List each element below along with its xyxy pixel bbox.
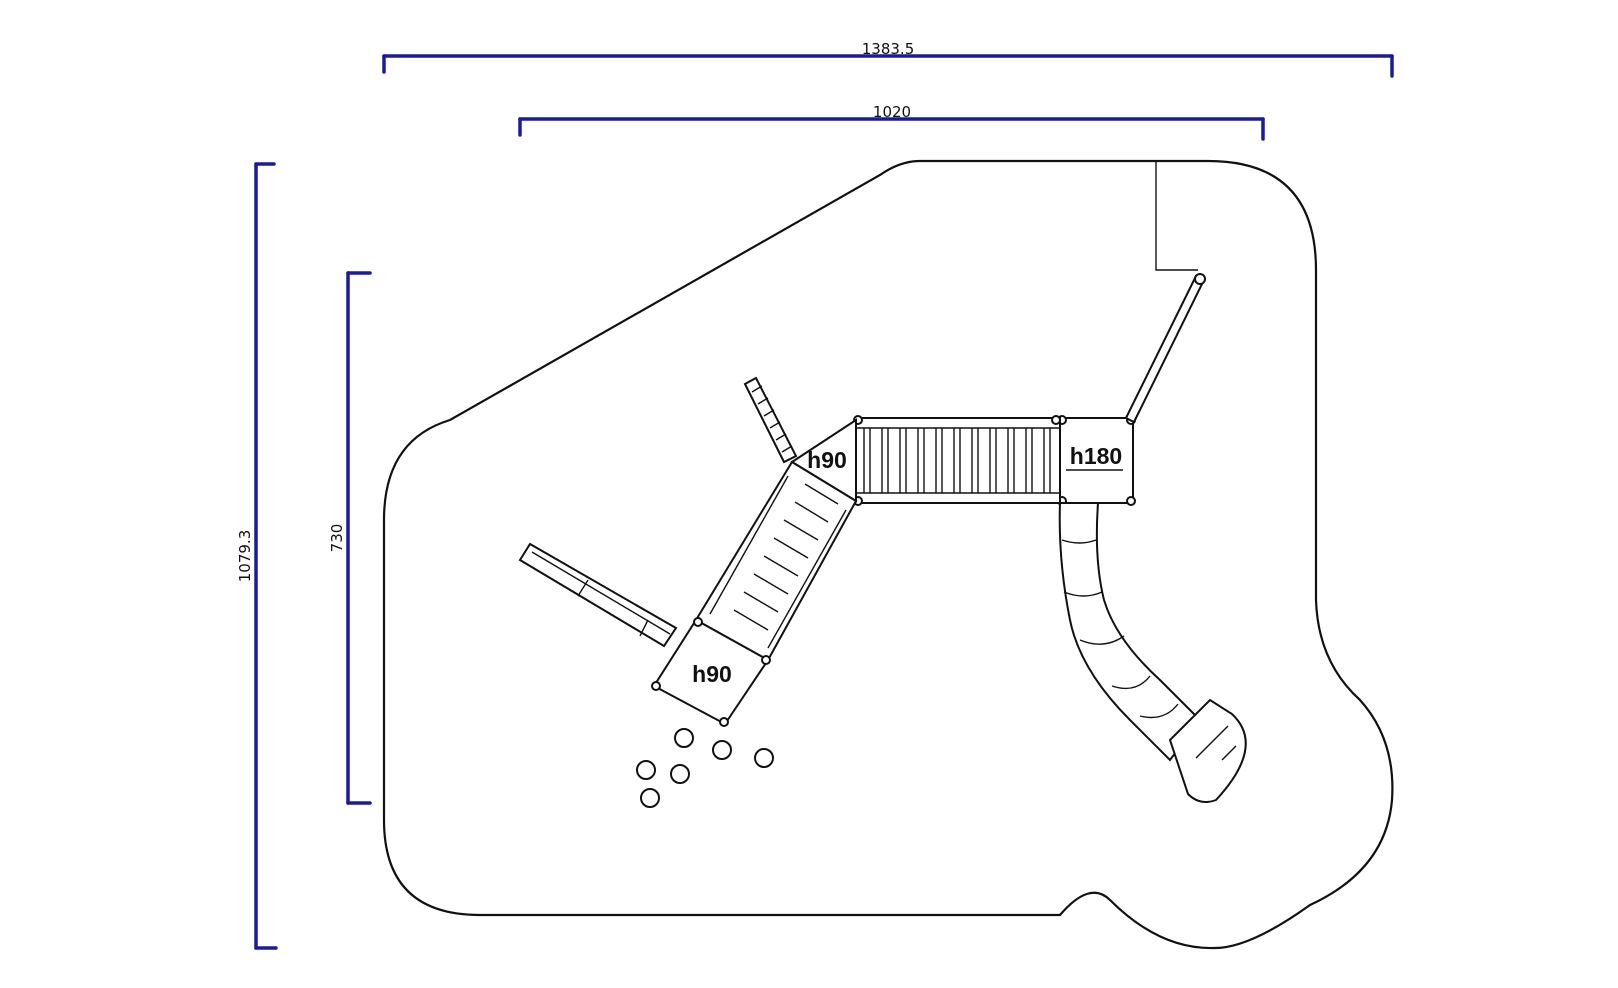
tower-right: h180: [1057, 415, 1136, 506]
dimension-inner-height: 730: [328, 271, 372, 805]
platform-lower-label: h90: [692, 661, 732, 687]
platform-right-label: h180: [1070, 443, 1122, 469]
dimension-overall-width: 1383.5: [382, 40, 1394, 78]
inner-width-label: 1020: [873, 103, 911, 121]
tube-slide-exit: [1168, 698, 1247, 803]
safety-zone-outline: [382, 159, 1394, 950]
climbing-ramp: [694, 460, 858, 662]
tower-lower: h90: [651, 617, 771, 727]
dimension-overall-height: 1079.3: [236, 162, 278, 950]
inner-height-label: 730: [328, 524, 346, 553]
overall-height-label: 1079.3: [236, 530, 254, 583]
tube-slide: [1058, 502, 1247, 803]
dimension-inner-width: 1020: [518, 103, 1265, 141]
straight-slide: [518, 542, 678, 648]
platform-middle-label: h90: [807, 447, 847, 473]
stepping-stumps: [636, 728, 774, 808]
overall-width-label: 1383.5: [862, 40, 915, 58]
boundary-notch: [1155, 162, 1198, 271]
ladder-middle: [743, 376, 798, 464]
bridge-deck: [855, 417, 1061, 504]
handrail-pole: [1124, 273, 1206, 424]
bridge: [853, 415, 1061, 506]
